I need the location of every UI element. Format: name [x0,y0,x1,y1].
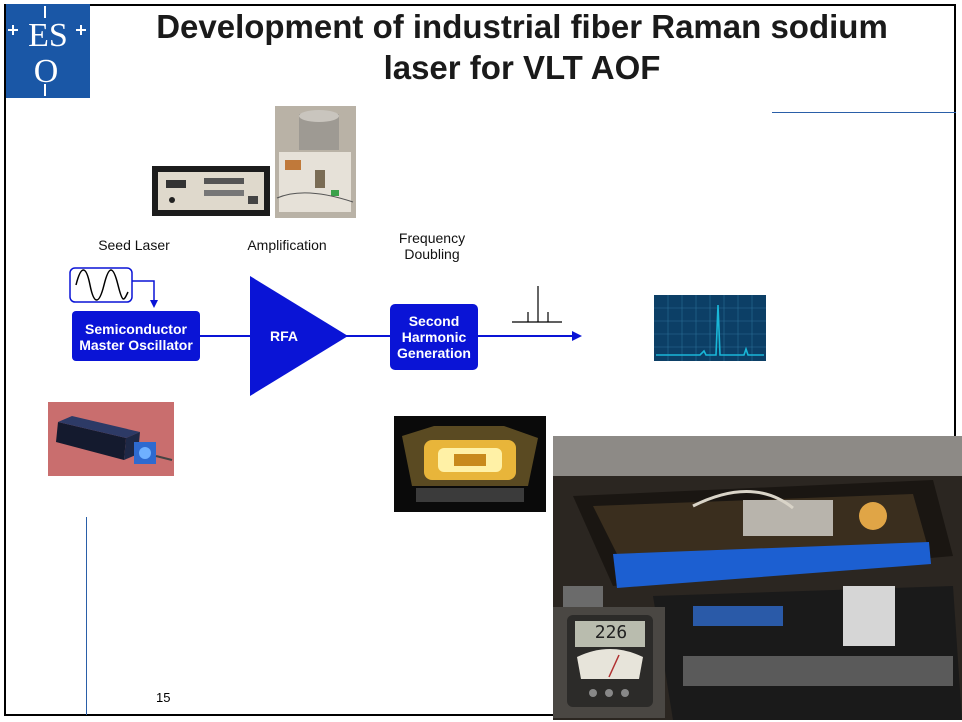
frequency-doubling-label-line1: Frequency [398,230,466,246]
title-divider [772,112,956,113]
oscillator-label-line1: Semiconductor [85,321,187,337]
shg-label-line1: Second [408,313,460,329]
seed-laser-label: Seed Laser [98,237,170,253]
margin-line [86,517,87,715]
rfa-label: RFA [270,328,298,344]
spectrum-icon [512,286,562,323]
shg-label-line3: Generation [397,345,471,361]
amplifier-unit-photo [152,166,270,216]
power-meter-photo: 226 [553,607,665,718]
svg-text:O: O [34,53,59,90]
oscillator-label-line2: Master Oscillator [79,337,193,353]
power-meter-readout: 226 [594,622,628,643]
frequency-doubling-label-line2: Doubling [404,246,460,262]
oscillator-block-label: Semiconductor Master Oscillator [72,321,200,353]
frequency-doubling-label: Frequency Doubling [382,230,482,262]
shg-label-line2: Harmonic [401,329,467,345]
title-line-1: Development of industrial fiber Raman so… [156,8,888,45]
seed-laser-module-photo [48,402,174,476]
block-diagram: Seed Laser Amplification Frequency Doubl… [20,100,772,520]
amplification-label: Amplification [247,237,327,253]
shg-module-photo [394,416,546,512]
title-line-2: laser for VLT AOF [383,49,661,86]
eso-logo: ES O [6,4,90,98]
oscilloscope-trace-photo [654,295,766,361]
svg-text:ES: ES [28,17,68,54]
shg-block-label: Second Harmonic Generation [390,313,478,361]
fiber-spool-photo [275,106,356,218]
page-number: 15 [156,690,171,705]
slide-title: Development of industrial fiber Raman so… [92,6,952,88]
